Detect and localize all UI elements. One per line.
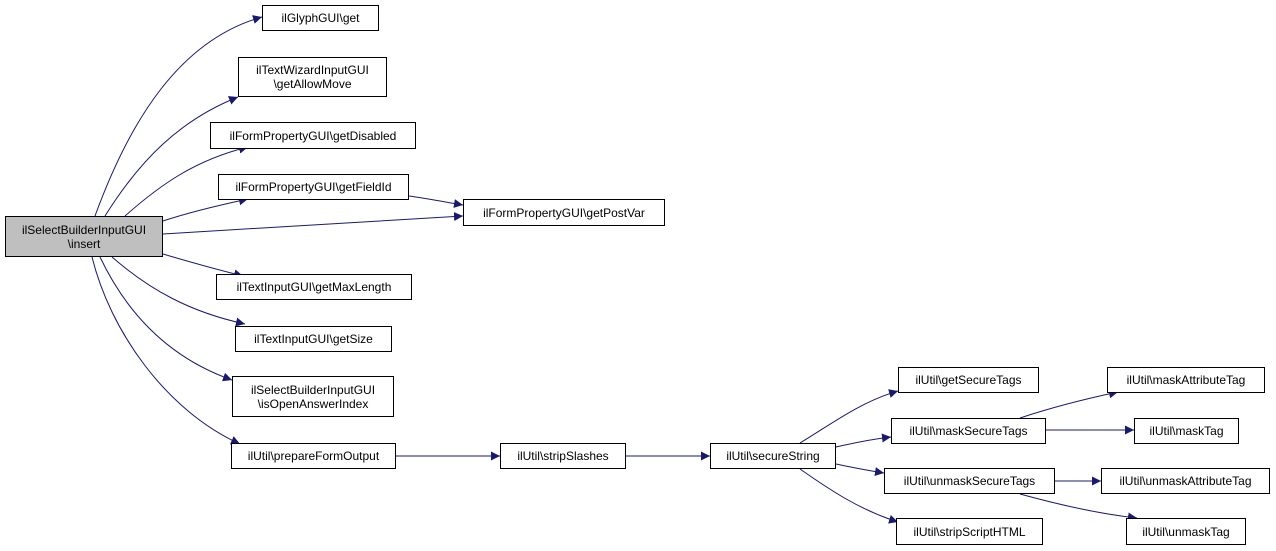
node-util-strip-slashes[interactable]: ilUtil\stripSlashes <box>500 443 626 469</box>
node-util-prepare-form-output[interactable]: ilUtil\prepareFormOutput <box>231 443 396 469</box>
node-form-property-get-field-id[interactable]: ilFormPropertyGUI\getFieldId <box>218 174 409 200</box>
node-util-mask-tag[interactable]: ilUtil\maskTag <box>1134 418 1239 444</box>
node-util-strip-script-html[interactable]: ilUtil\stripScriptHTML <box>896 518 1043 545</box>
edge-secure-string-to-get-secure-tags <box>799 389 899 444</box>
edge-root-to-is-open-answer-index <box>99 256 233 382</box>
node-select-builder-is-open-answer-index[interactable]: ilSelectBuilderInputGUI \isOpenAnswerInd… <box>232 376 394 417</box>
edge-secure-string-to-unmask-secure-tags <box>835 463 885 477</box>
node-util-secure-string[interactable]: ilUtil\secureString <box>710 443 836 469</box>
edge-secure-string-to-strip-script-html <box>799 468 899 524</box>
edge-root-to-get-max-length <box>162 253 244 279</box>
node-util-unmask-secure-tags[interactable]: ilUtil\unmaskSecureTags <box>884 468 1055 494</box>
edge-root-to-get-post-var <box>162 212 464 235</box>
edge-get-field-id-to-get-post-var <box>408 195 464 208</box>
node-text-input-get-max-length[interactable]: ilTextInputGUI\getMaxLength <box>216 274 412 300</box>
node-util-unmask-attribute-tag[interactable]: ilUtil\unmaskAttributeTag <box>1101 468 1270 494</box>
node-text-wizard-get-allow-move[interactable]: ilTextWizardInputGUI \getAllowMove <box>238 57 387 97</box>
node-util-get-secure-tags[interactable]: ilUtil\getSecureTags <box>898 367 1039 393</box>
node-util-mask-secure-tags[interactable]: ilUtil\maskSecureTags <box>891 418 1046 444</box>
edge-unmask-secure-tags-to-unmask-tag <box>1019 493 1138 522</box>
edge-root-to-get-disabled <box>124 144 249 217</box>
edge-root-to-get-size <box>111 256 246 327</box>
node-text-input-get-size[interactable]: ilTextInputGUI\getSize <box>235 326 392 352</box>
node-form-property-get-disabled[interactable]: ilFormPropertyGUI\getDisabled <box>210 122 416 149</box>
node-util-mask-attribute-tag[interactable]: ilUtil\maskAttributeTag <box>1107 367 1265 393</box>
edge-root-to-get-allow-move <box>104 96 239 217</box>
node-glyph-get[interactable]: ilGlyphGUI\get <box>262 5 379 31</box>
edge-secure-string-to-mask-secure-tags <box>835 433 892 448</box>
edge-root-to-get-field-id <box>162 196 249 222</box>
node-util-unmask-tag[interactable]: ilUtil\unmaskTag <box>1126 518 1246 545</box>
node-form-property-get-post-var[interactable]: ilFormPropertyGUI\getPostVar <box>463 199 665 226</box>
edge-mask-secure-tags-to-mask-attribute-tag <box>1019 389 1119 419</box>
edge-root-to-prepare-form-output <box>91 256 241 445</box>
edge-root-to-glyph-get <box>94 15 263 217</box>
node-root-select-builder-insert: ilSelectBuilderInputGUI \insert <box>5 216 163 257</box>
